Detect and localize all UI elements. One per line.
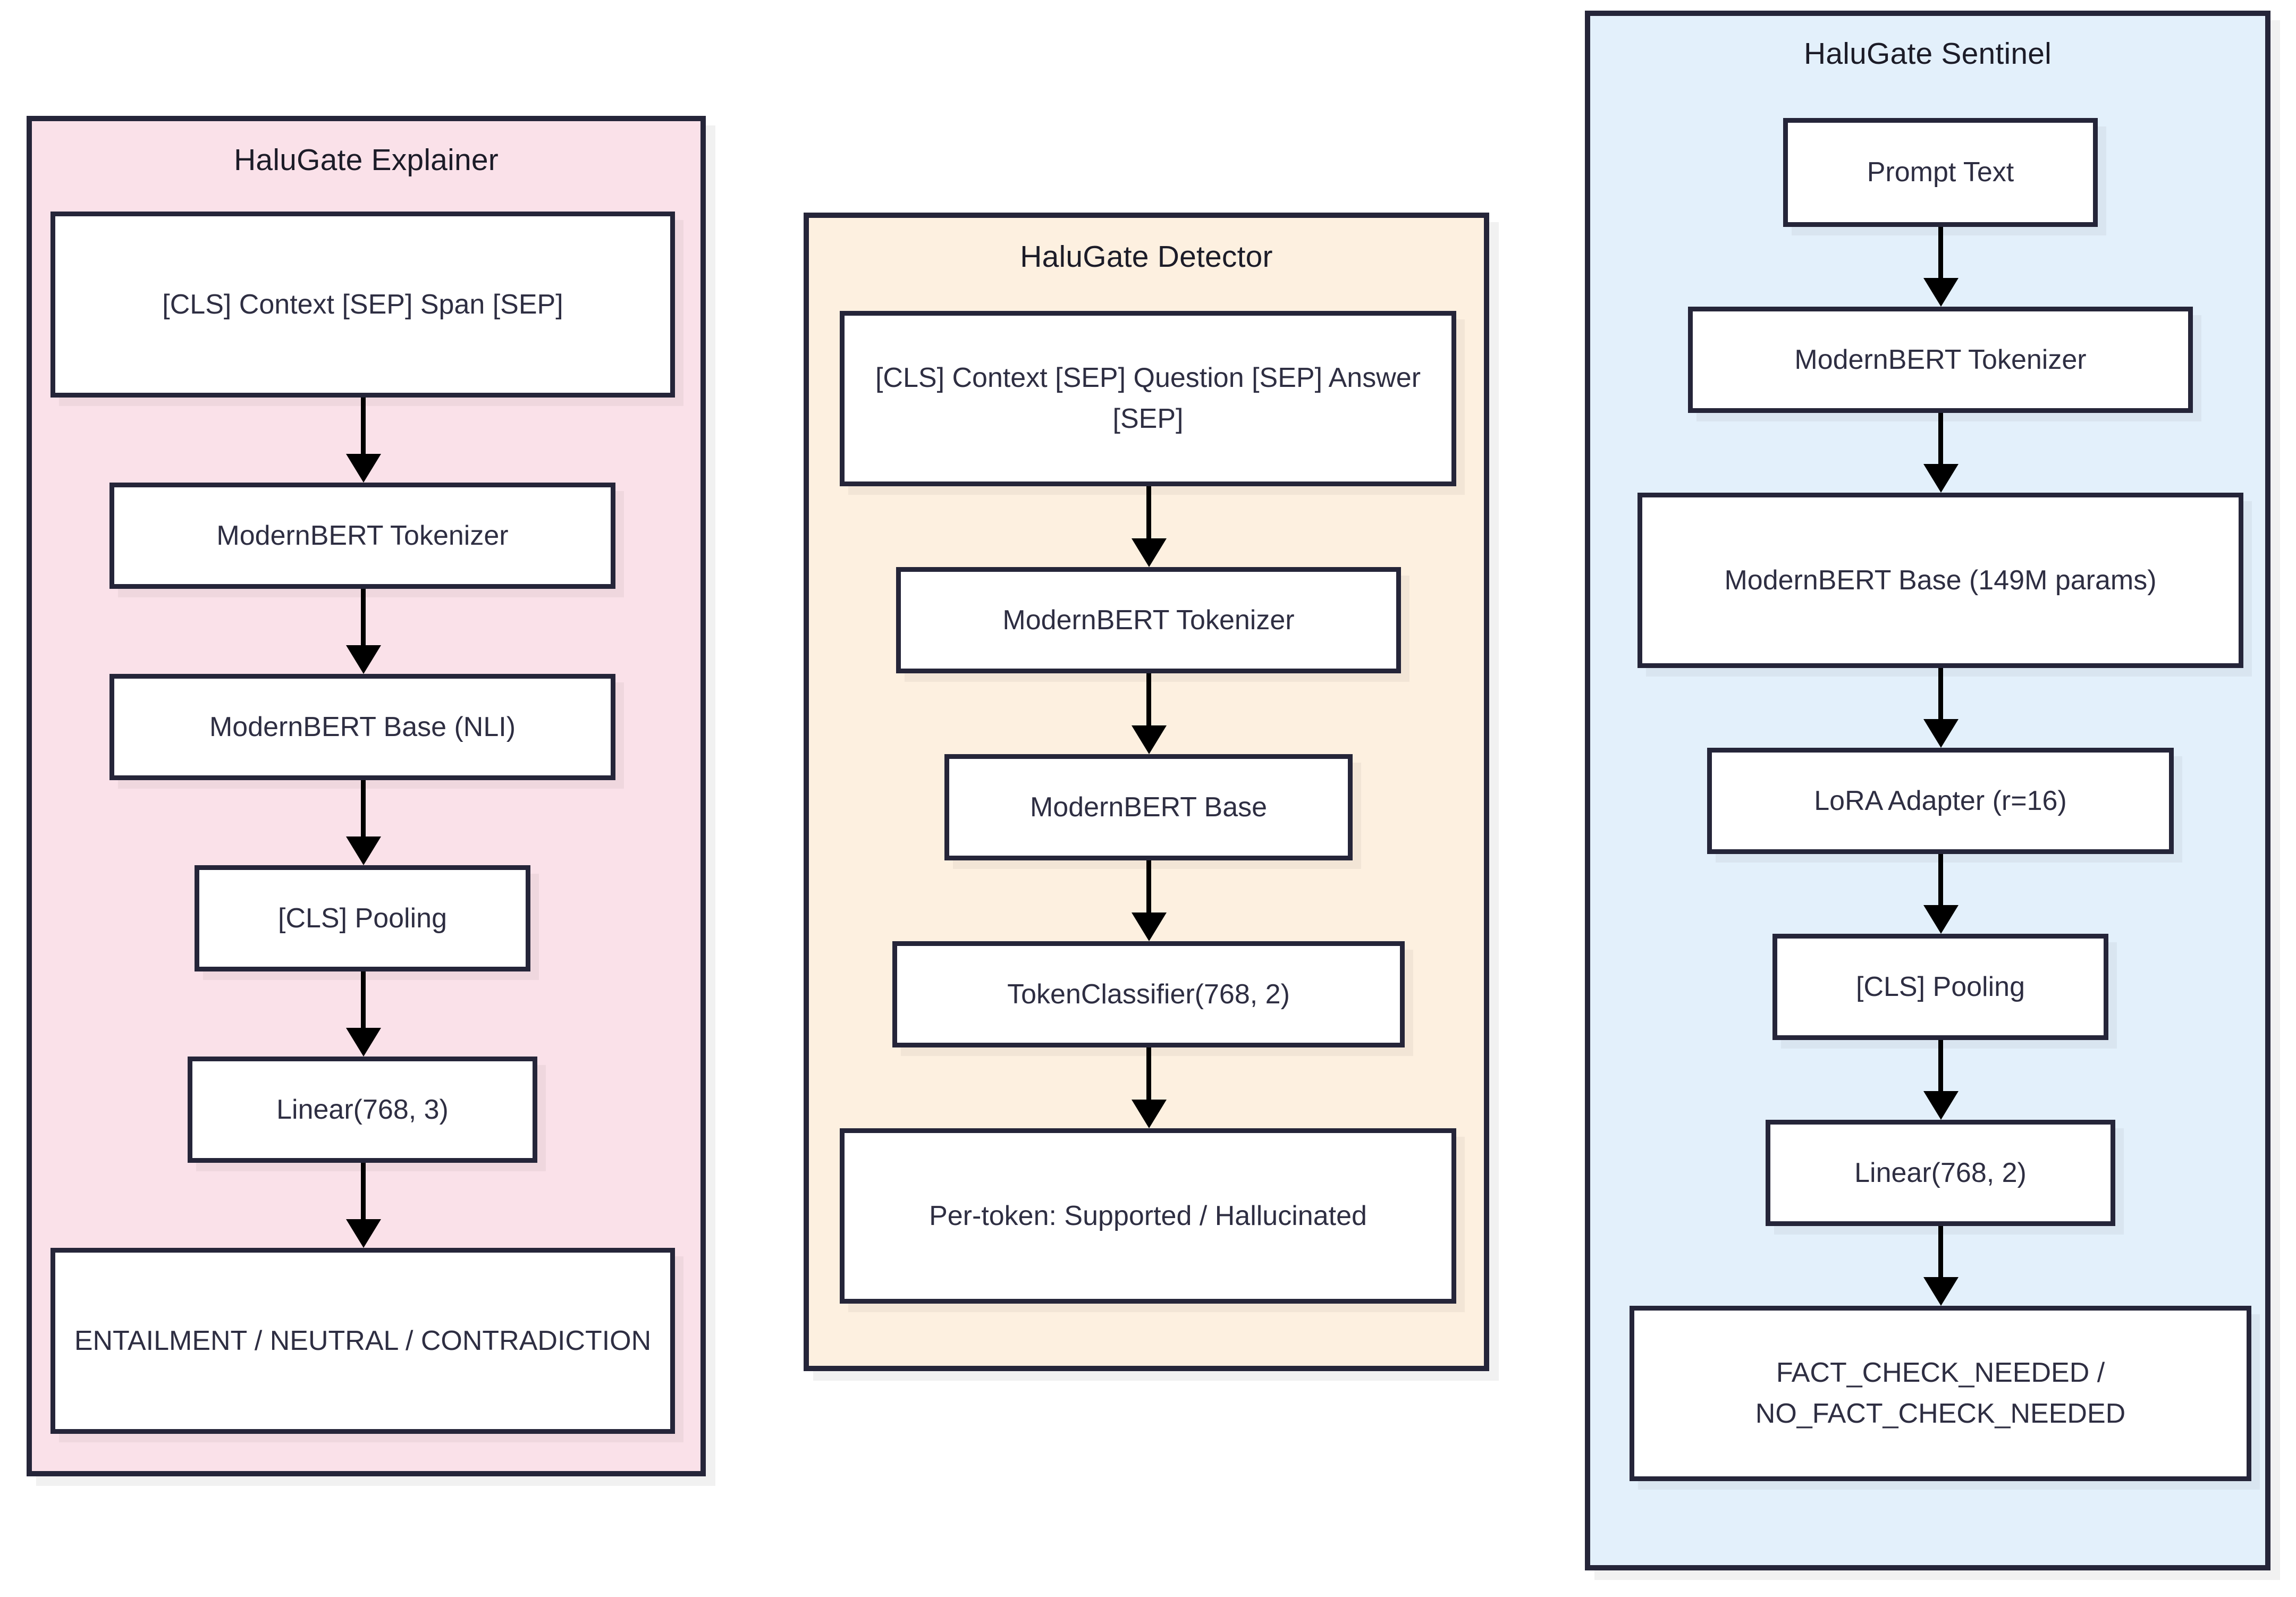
edge-sen-tokenizer-to-base <box>1923 413 1959 493</box>
arrow-head <box>1131 1100 1167 1128</box>
edge-exp-pooling-to-linear <box>345 971 381 1057</box>
arrow-head <box>345 454 381 483</box>
arrow-head <box>1923 464 1959 493</box>
node-det-tokenizer[interactable]: ModernBERT Tokenizer <box>896 567 1401 673</box>
node-exp-linear[interactable]: Linear(768, 3) <box>188 1057 537 1163</box>
arrow-head <box>1923 1277 1959 1306</box>
node-exp-base[interactable]: ModernBERT Base (NLI) <box>109 674 615 780</box>
subgraph-title-sentinel: HaluGate Sentinel <box>1803 37 2052 71</box>
arrow-shaft <box>361 589 366 645</box>
arrow-shaft <box>361 398 366 454</box>
arrow-head <box>1923 905 1959 934</box>
arrow-head <box>1923 278 1959 307</box>
arrow-head <box>1131 725 1167 754</box>
edge-sen-lora-to-pooling <box>1923 854 1959 934</box>
node-sen-linear[interactable]: Linear(768, 2) <box>1766 1120 2115 1226</box>
subgraph-title-detector: HaluGate Detector <box>1020 240 1273 274</box>
edge-exp-tokenizer-to-base <box>345 589 381 674</box>
node-exp-output[interactable]: ENTAILMENT / NEUTRAL / CONTRADICTION <box>50 1248 675 1434</box>
node-sen-output[interactable]: FACT_CHECK_NEEDED / NO_FACT_CHECK_NEEDED <box>1630 1306 2251 1481</box>
node-sen-tokenizer[interactable]: ModernBERT Tokenizer <box>1688 307 2193 413</box>
arrow-shaft <box>1938 854 1943 905</box>
arrow-shaft <box>1938 413 1943 464</box>
arrow-shaft <box>1938 668 1943 719</box>
node-sen-prompt[interactable]: Prompt Text <box>1783 118 2098 227</box>
node-exp-pooling[interactable]: [CLS] Pooling <box>195 865 530 971</box>
edge-exp-base-to-pooling <box>345 780 381 865</box>
arrow-shaft <box>1146 860 1151 912</box>
edge-exp-input-to-tokenizer <box>345 398 381 483</box>
node-det-output[interactable]: Per-token: Supported / Hallucinated <box>840 1128 1456 1304</box>
edge-exp-linear-to-output <box>345 1163 381 1248</box>
arrow-shaft <box>1938 227 1943 278</box>
node-sen-base[interactable]: ModernBERT Base (149M params) <box>1637 493 2243 668</box>
arrow-shaft <box>1146 486 1151 538</box>
node-det-classifier[interactable]: TokenClassifier(768, 2) <box>892 941 1405 1047</box>
arrow-shaft <box>1938 1040 1943 1091</box>
arrow-head <box>345 1028 381 1057</box>
node-sen-pooling[interactable]: [CLS] Pooling <box>1772 934 2108 1040</box>
arrow-head <box>1923 719 1959 748</box>
arrow-head <box>345 836 381 865</box>
arrow-shaft <box>1146 673 1151 725</box>
arrow-head <box>1131 912 1167 941</box>
edge-sen-pooling-to-linear <box>1923 1040 1959 1120</box>
node-exp-input[interactable]: [CLS] Context [SEP] Span [SEP] <box>50 212 675 398</box>
arrow-shaft <box>1938 1226 1943 1277</box>
edge-sen-prompt-to-tokenizer <box>1923 227 1959 307</box>
arrow-head <box>345 1219 381 1248</box>
edge-sen-linear-to-output <box>1923 1226 1959 1306</box>
node-det-base[interactable]: ModernBERT Base <box>944 754 1353 860</box>
arrow-head <box>1131 538 1167 567</box>
arrow-shaft <box>1146 1047 1151 1100</box>
arrow-shaft <box>361 780 366 836</box>
arrow-shaft <box>361 971 366 1028</box>
edge-sen-base-to-lora <box>1923 668 1959 748</box>
subgraph-title-explainer: HaluGate Explainer <box>234 143 499 177</box>
node-sen-lora[interactable]: LoRA Adapter (r=16) <box>1707 748 2174 854</box>
arrow-head <box>1923 1091 1959 1120</box>
arrow-shaft <box>361 1163 366 1219</box>
node-exp-tokenizer[interactable]: ModernBERT Tokenizer <box>109 483 615 589</box>
arrow-head <box>345 645 381 674</box>
node-det-input[interactable]: [CLS] Context [SEP] Question [SEP] Answe… <box>840 311 1456 486</box>
